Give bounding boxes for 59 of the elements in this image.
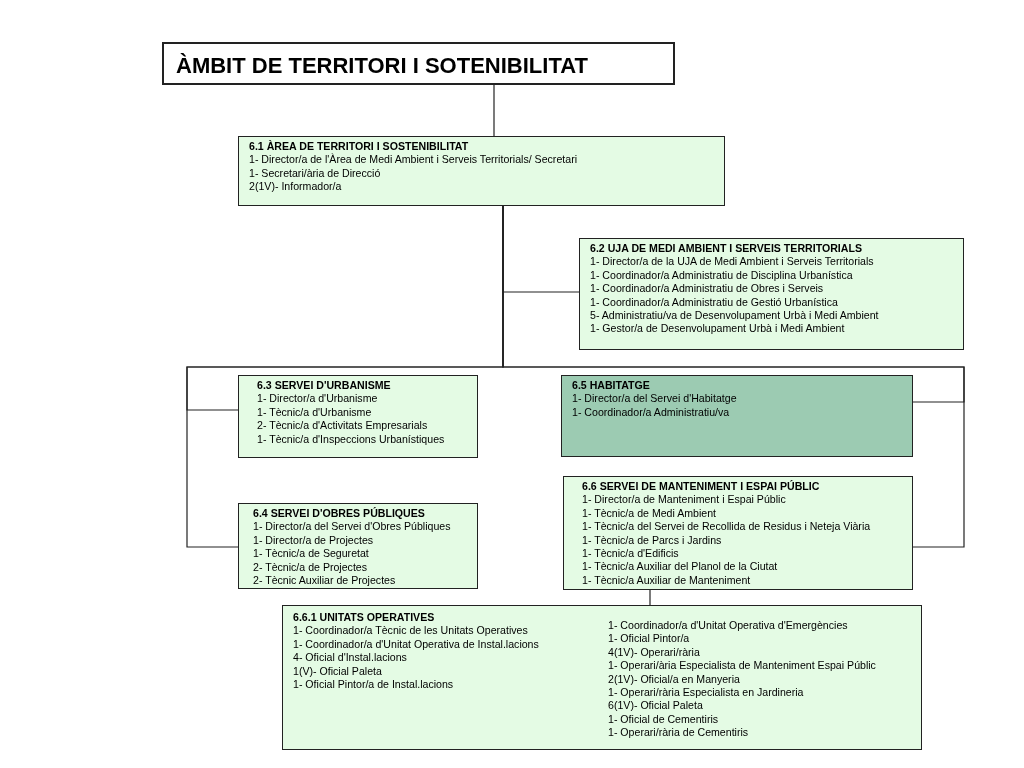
staff-item: 1(V)- Oficial Paleta <box>293 664 383 679</box>
staff-item: 1- Director/a de l'Àrea de Medi Ambient i Serveis Territorials/ Secretari <box>249 153 578 167</box>
staff-item: 6(1V)- Oficial Paleta <box>608 699 704 713</box>
unit-box <box>561 375 913 457</box>
unit-heading: 6.1 ÀREA DE TERRITORI I SOSTENIBILITAT <box>249 140 470 153</box>
staff-item: 1- Coordinador/a Tècnic de les Unitats Operatives <box>293 624 529 638</box>
staff-item: 2- Tècnic/a de Projectes <box>253 560 369 575</box>
staff-item: 1- Coordinador/a Administratiu/va <box>572 405 731 420</box>
staff-item: 1- Director/a de Projectes <box>253 533 375 548</box>
staff-item: 1- Operari/rària de Cementiris <box>608 726 750 740</box>
staff-item: 1- Director/a del Servei d'Obres Públiques <box>253 520 452 534</box>
connector-line <box>649 589 651 606</box>
unit-heading: 6.2 UJA DE MEDI AMBIENT I SERVEIS TERRITORIALS <box>590 242 863 256</box>
unit-box <box>238 136 725 206</box>
staff-item: 1- Tècnic/a Auxiliar del Planol de la Ciutat <box>582 560 779 574</box>
staff-item: 5- Administratiu/va de Desenvolupament Urbà i Medi Ambient <box>590 309 880 323</box>
staff-item: 1- Operari/rària Especialista en Jardineria <box>608 686 805 700</box>
staff-item: 1- Coordinador/a Administratiu de Gestió Urbanística <box>590 295 839 310</box>
staff-item: 1- Director/a de Manteniment i Espai Públic <box>582 493 787 507</box>
unit-box <box>238 503 478 589</box>
unit-heading: 6.4 SERVEI D'OBRES PÚBLIQUES <box>253 507 426 521</box>
staff-item: 1- Director/a del Servei d'Habitatge <box>572 392 738 406</box>
staff-item: 1- Tècnic/a de Medi Ambient <box>582 506 718 521</box>
staff-item: 1- Tècnic/a d'Inspeccions Urbanístiques <box>257 432 446 447</box>
unit-box <box>238 375 478 458</box>
staff-item: 4(1V)- Operari/rària <box>608 645 701 660</box>
staff-item: 1- Tècnic/a Auxiliar de Manteniment <box>582 573 752 588</box>
staff-item: 1- Oficial Pintor/a de Instal.lacions <box>293 678 455 692</box>
staff-item: 1- Tècnic/a de Parcs i Jardins <box>582 533 723 548</box>
unit-heading: 6.6 SERVEI DE MANTENIMENT I ESPAI PÚBLIC <box>582 480 821 494</box>
staff-item: 1- Coordinador/a Administratiu de Obres i Serveis <box>590 282 825 296</box>
staff-item: 1- Coordinador/a Administratiu de Disciplina Urbanística <box>590 268 854 283</box>
unit-box <box>282 605 922 750</box>
unit-heading: 6.3 SERVEI D'URBANISME <box>257 379 392 393</box>
staff-item: 1- Coordinador/a d'Unitat Operativa d'Emergències <box>608 619 849 633</box>
staff-item: 2(1V)- Informador/a <box>249 180 343 194</box>
staff-item: 2(1V)- Oficial/a en Manyeria <box>608 672 741 687</box>
staff-item: 1- Operari/ària Especialista de Manteniment Espai Públic <box>608 659 876 673</box>
unit-box <box>579 238 964 350</box>
staff-item: 2- Tècnic Auxiliar de Projectes <box>253 574 397 588</box>
staff-item: 1- Director/a d'Urbanisme <box>257 392 379 406</box>
staff-item: 1- Oficial de Cementiris <box>608 712 720 727</box>
staff-item: 1- Director/a de la UJA de Medi Ambient i Serveis Territorials <box>590 255 875 269</box>
staff-item: 1- Gestor/a de Desenvolupament Urbà i Medi Ambient <box>590 322 846 336</box>
staff-item: 1- Tècnic/a de Seguretat <box>253 547 370 561</box>
unit-heading: 6.6.1 UNITATS OPERATIVES <box>293 611 436 625</box>
staff-item: 1- Secretari/ària de Direcció <box>249 166 382 181</box>
staff-item: 4- Oficial d'Instal.lacions <box>293 651 408 665</box>
staff-item: 1- Tècnic/a d'Urbanisme <box>257 405 373 420</box>
staff-item: 2- Tècnic/a d'Activitats Empresarials <box>257 419 429 433</box>
staff-item: 1- Oficial Pintor/a <box>608 632 691 646</box>
staff-item: 1- Tècnic/a d'Edificis <box>582 547 680 561</box>
unit-heading: 6.5 HABITATGE <box>572 379 651 393</box>
chart-title: ÀMBIT DE TERRITORI I SOTENIBILITAT <box>176 54 589 78</box>
title-box <box>162 42 675 85</box>
unit-box <box>563 476 913 590</box>
staff-item: 1- Tècnic/a del Servei de Recollida de Residus i Neteja Viària <box>582 520 872 534</box>
staff-item: 1- Coordinador/a d'Unitat Operativa de Instal.lacions <box>293 637 539 652</box>
connector-line <box>493 84 495 137</box>
